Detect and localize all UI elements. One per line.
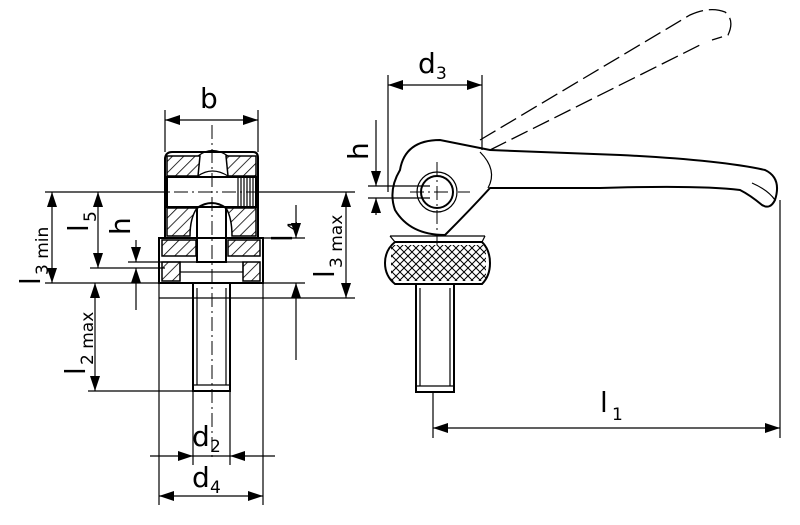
- label-d3-sub: 3: [436, 64, 447, 84]
- label-d4-main: d: [192, 461, 210, 494]
- label-l4-sub: 4: [285, 221, 305, 232]
- knurl-pattern: [391, 245, 486, 281]
- hatch-nut-right: [227, 239, 261, 257]
- label-d4-sub: 4: [210, 478, 221, 498]
- label-b: b: [200, 82, 218, 115]
- label-d2-sub: 2: [210, 437, 221, 457]
- label-l2max-sub: 2 max: [78, 312, 98, 365]
- label-l3max-main: l: [308, 270, 341, 278]
- label-l1-sub: 1: [612, 405, 623, 425]
- dimension-b: b: [164, 82, 259, 152]
- dimension-l3max: l 3 max: [258, 191, 355, 299]
- label-l3min-sub: 3 min: [33, 227, 53, 275]
- label-d2-main: d: [192, 420, 210, 453]
- hatch-cam-upper-left: [166, 155, 201, 177]
- label-l1-main: l: [600, 386, 608, 419]
- label-l5-sub: 5: [81, 211, 101, 222]
- hatch-nut-left: [161, 239, 197, 257]
- dimension-l5: l 5: [62, 192, 165, 269]
- label-l3min-main: l: [14, 277, 47, 285]
- hatch-cam-lower-left: [166, 207, 199, 237]
- dimension-d3: d 3: [387, 47, 483, 192]
- hatch-cam-lower-right: [224, 207, 257, 237]
- dimension-d4: d 4: [158, 298, 264, 505]
- label-l5-main: l: [62, 224, 95, 232]
- section-view: [150, 125, 270, 460]
- label-l2max-main: l: [59, 367, 92, 375]
- label-h-right: h: [342, 142, 375, 160]
- label-l4-main: l: [266, 234, 299, 242]
- dimension-l2max: l 2 max: [59, 283, 193, 392]
- hatch-cam-upper-right: [225, 155, 257, 177]
- dimension-h-right: h: [342, 120, 430, 215]
- dimension-l3min: l 3 min: [14, 191, 165, 285]
- dimension-l1: l 1: [432, 200, 781, 438]
- hatch-washer-right: [242, 261, 261, 282]
- dimension-h-left: h: [104, 217, 197, 310]
- dimension-d2: d 2: [150, 391, 275, 465]
- side-view: [383, 8, 778, 393]
- dimension-l4: l 4: [258, 205, 305, 360]
- hatch-washer-left: [161, 261, 181, 282]
- label-l3max-sub: 3 max: [327, 215, 347, 268]
- label-d3-main: d: [418, 47, 436, 80]
- label-h-left: h: [104, 217, 137, 235]
